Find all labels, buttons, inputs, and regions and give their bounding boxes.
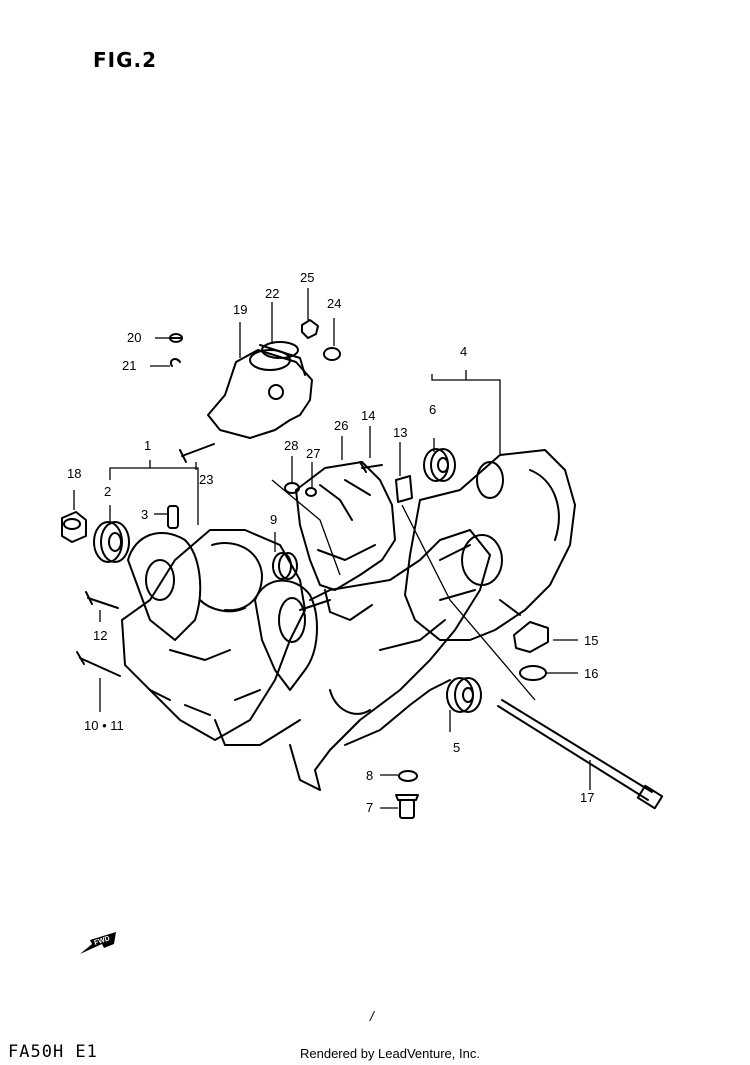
bolt-14 (359, 461, 383, 473)
callout-26: 26 (334, 418, 348, 433)
callout-20: 20 (127, 330, 141, 345)
leader-lines (73, 288, 591, 809)
callout-16: 16 (584, 666, 598, 681)
callout-21: 21 (122, 358, 136, 373)
callout-1: 1 (144, 438, 151, 453)
callout-6: 6 (429, 402, 436, 417)
crankcase-right-half (404, 449, 576, 641)
bolt-23 (179, 443, 215, 463)
callout-9: 9 (270, 512, 277, 527)
model-code: FA50H E1 (8, 1042, 98, 1062)
intake-manifold (207, 344, 313, 439)
gasket-28 (284, 482, 300, 494)
long-bolt-17 (497, 699, 664, 810)
fwd-label: FWD (93, 935, 110, 947)
bearing-2 (93, 521, 130, 563)
screw-20 (169, 333, 183, 343)
callout-17: 17 (580, 790, 594, 805)
oil-filler-cap-15 (513, 621, 549, 653)
dowel-3 (167, 505, 179, 529)
callout-23: 23 (199, 472, 213, 487)
callout-12: 12 (93, 628, 107, 643)
plate-13 (395, 475, 413, 503)
callout-7: 7 (366, 800, 373, 815)
forward-arrow-icon: FWD (80, 932, 116, 954)
callout-10-11: 10 • 11 (84, 718, 124, 733)
callout-numbers: 1 2 3 4 5 6 7 8 9 10 • 11 12 13 14 15 16… (67, 270, 598, 815)
gasket-8 (398, 770, 418, 782)
callout-3: 3 (141, 507, 148, 522)
crankcase-left-half (121, 529, 306, 746)
oil-seal-5 (446, 677, 482, 713)
bolt-10-11 (76, 651, 121, 677)
page-mark: / (370, 1008, 374, 1024)
clip-21 (170, 358, 181, 367)
callout-22: 22 (265, 286, 279, 301)
o-ring-16 (519, 665, 547, 681)
gasket-22 (261, 341, 299, 359)
callout-8: 8 (366, 768, 373, 783)
callout-25: 25 (300, 270, 314, 285)
nut-18 (61, 511, 87, 543)
callout-18: 18 (67, 466, 81, 481)
screw-27 (305, 487, 317, 497)
callout-14: 14 (361, 408, 375, 423)
nut-24 (323, 347, 341, 361)
crankcase-center (254, 529, 491, 791)
callout-19: 19 (233, 302, 247, 317)
bearing-6 (423, 448, 456, 482)
drain-bolt-7 (395, 794, 419, 819)
callout-15: 15 (584, 633, 598, 648)
callout-5: 5 (453, 740, 460, 755)
callout-24: 24 (327, 296, 341, 311)
callout-28: 28 (284, 438, 298, 453)
callout-2: 2 (104, 484, 111, 499)
callout-27: 27 (306, 446, 320, 461)
nut-25 (301, 319, 319, 339)
footer-credit: Rendered by LeadVenture, Inc. (300, 1046, 480, 1061)
transmission-cover (295, 461, 396, 621)
bolt-12 (85, 591, 119, 609)
bushing-9 (272, 552, 298, 580)
callout-13: 13 (393, 425, 407, 440)
callout-4: 4 (460, 344, 467, 359)
figure-title: FIG.2 (93, 48, 158, 72)
